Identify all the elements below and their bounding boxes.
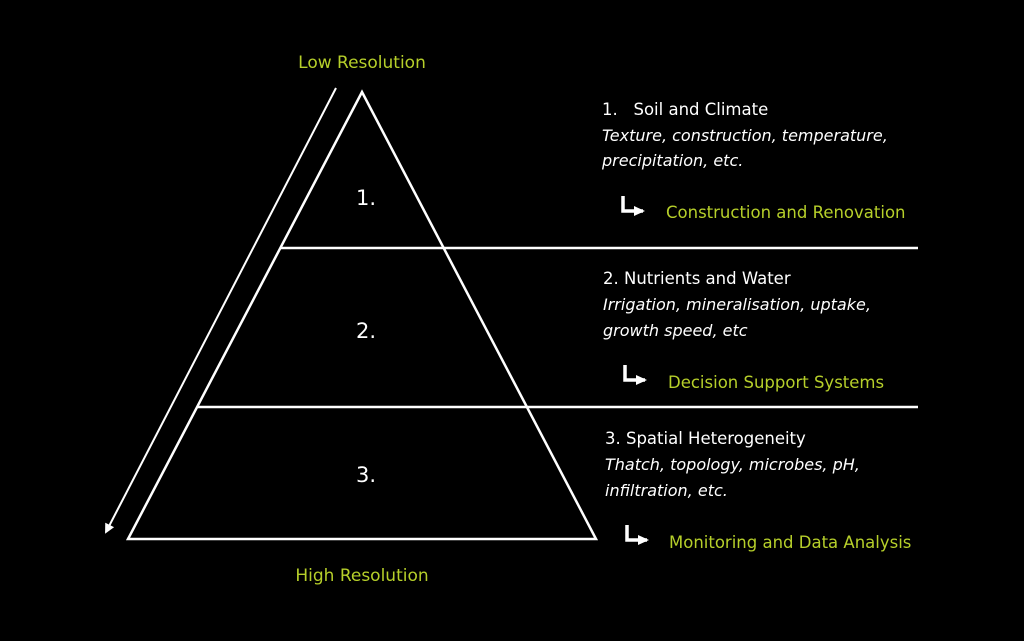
resolution-arrow <box>105 87 337 534</box>
level-3-elbow-arrow-icon <box>625 525 649 545</box>
level-3-application: Monitoring and Data Analysis <box>669 533 911 552</box>
level-2-heading: 2. Nutrients and Water <box>603 269 791 288</box>
high-resolution-label: High Resolution <box>295 566 428 586</box>
level-3-detail-line-2: infiltration, etc. <box>605 481 728 500</box>
level-1-detail-line-1: Texture, construction, temperature, <box>602 126 888 145</box>
level-2-application: Decision Support Systems <box>668 373 884 392</box>
pyramid-outline <box>125 89 599 541</box>
low-resolution-label: Low Resolution <box>298 53 426 73</box>
pyramid-level-3-number: 3. <box>356 463 376 487</box>
pyramid-level-2-number: 2. <box>356 319 376 343</box>
pyramid-level-1-number: 1. <box>356 186 376 210</box>
level-2-detail-line-2: growth speed, etc <box>603 321 748 340</box>
level-1-elbow-arrow-icon <box>621 196 645 216</box>
level-2-detail-line-1: Irrigation, mineralisation, uptake, <box>603 295 871 314</box>
level-3-detail-line-1: Thatch, topology, microbes, pH, <box>605 455 860 474</box>
level-1-application: Construction and Renovation <box>666 203 906 222</box>
level-1-detail-line-2: precipitation, etc. <box>601 151 743 170</box>
level-3-heading: 3. Spatial Heterogeneity <box>605 429 806 448</box>
level-1-heading: 1. Soil and Climate <box>602 100 768 119</box>
level-2-elbow-arrow-icon <box>623 365 647 385</box>
